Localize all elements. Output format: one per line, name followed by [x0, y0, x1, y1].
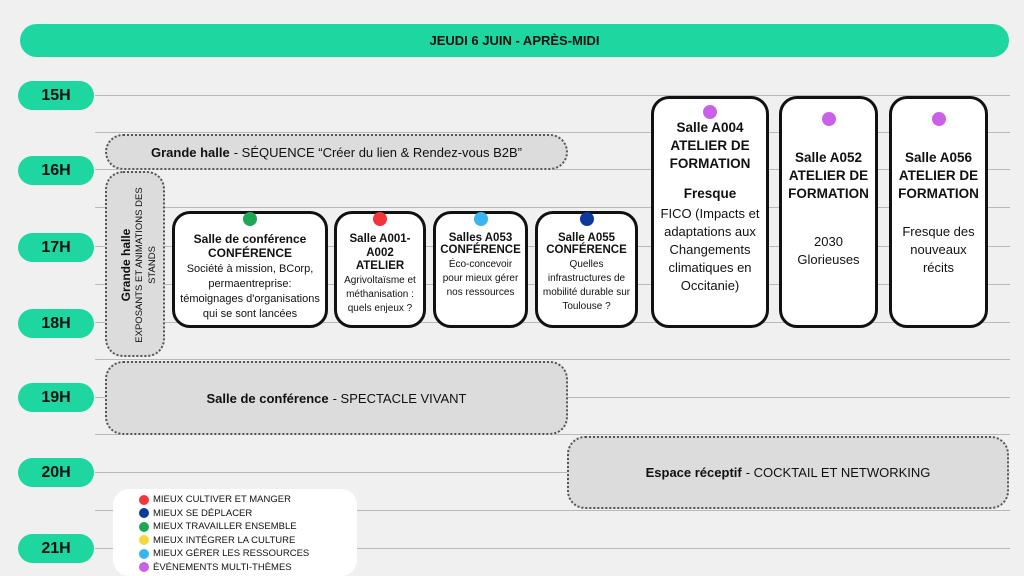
event-place: Espace réceptif: [645, 465, 742, 480]
theme-dot-icon: [473, 212, 488, 226]
hour-label-21h: 21H: [18, 534, 94, 563]
hour-label-18h: 18H: [18, 309, 94, 338]
atelier-desc: FICO (Impacts et adaptations aux Changem…: [660, 206, 760, 293]
hour-gridline: [95, 132, 1010, 133]
session-desc: Quelles infrastructures de mobilité dura…: [542, 259, 631, 312]
header-title: JEUDI 6 JUIN - APRÈS-MIDI: [429, 33, 600, 48]
hour-gridline: [95, 472, 1010, 473]
red-dot-icon: [139, 494, 149, 505]
session-desc: Éco-concevoir pour mieux gérer nos resso…: [442, 259, 519, 298]
legend-label: MIEUX TRAVAILLER ENSEMBLE: [153, 521, 297, 532]
light-blue-dot-icon: [139, 548, 149, 559]
session-card-conference[interactable]: Salles A053 CONFÉRENCE Éco-concevoir pou…: [433, 211, 528, 328]
yellow-dot-icon: [139, 535, 149, 545]
schedule-header: JEUDI 6 JUIN - APRÈS-MIDI: [20, 24, 1009, 57]
hour-gridline: [95, 359, 1010, 360]
atelier-room: Salle A056: [904, 150, 973, 165]
legend-item: MIEUX CULTIVER ET MANGER: [139, 494, 291, 505]
hour-gridline: [95, 207, 1010, 208]
atelier-type: ATELIER DE FORMATION: [669, 138, 751, 171]
event-place: Grande halle: [150, 144, 230, 160]
theme-dot-icon: [579, 212, 594, 226]
hour-label-16h: 16H: [18, 156, 94, 185]
legend-label: MIEUX GÉRER LES RESSOURCES: [153, 548, 310, 559]
theme-dot-icon: [821, 112, 836, 126]
session-card-conference[interactable]: Salle de conférence CONFÉRENCE Société à…: [172, 211, 328, 328]
session-card-atelier[interactable]: Salle A001-A002 ATELIER Agrivoltaïsme et…: [334, 211, 426, 328]
hour-gridline: [95, 548, 1010, 549]
session-type: ATELIER: [355, 260, 405, 272]
hour-label-20h: 20H: [18, 458, 94, 487]
purple-dot-icon: [139, 562, 149, 572]
legend-item: MIEUX INTÉGRER LA CULTURE: [139, 535, 295, 546]
theme-dot-icon: [243, 212, 257, 226]
session-room: Salle A055: [557, 232, 616, 244]
hour-label-19h: 19H: [18, 383, 94, 412]
event-place: Grande halle: [119, 228, 133, 302]
legend-item: MIEUX SE DÉPLACER: [139, 508, 252, 519]
atelier-card-2030-glorieuses[interactable]: Salle A052 ATELIER DE FORMATION 2030 Glo…: [779, 96, 878, 328]
atelier-desc: Fresque des nouveaux récits: [902, 224, 975, 275]
atelier-room: Salle A052: [794, 150, 863, 165]
session-room: Salles A053: [448, 232, 513, 244]
theme-dot-icon: [703, 105, 717, 119]
session-room: Salle de conférence: [193, 232, 307, 246]
green-dot-icon: [139, 521, 149, 532]
event-title: - SÉQUENCE “Créer du lien & Rendez-vous …: [233, 144, 523, 160]
hour-label-15h: 15H: [18, 81, 94, 110]
atelier-card-fresque-fico[interactable]: Salle A004 ATELIER DE FORMATION Fresque …: [651, 96, 769, 328]
hour-gridline: [95, 510, 1010, 511]
atelier-card-fresque-recits[interactable]: Salle A056 ATELIER DE FORMATION Fresque …: [889, 96, 988, 328]
hour-label-17h: 17H: [18, 233, 94, 262]
session-room: Salle A001-A002: [349, 233, 411, 259]
legend-label: MIEUX CULTIVER ET MANGER: [153, 494, 291, 505]
theme-dot-icon: [373, 212, 387, 226]
stands-event[interactable]: Grande halle EXPOSANTS ET ANIMATIONS DES…: [105, 171, 165, 357]
event-title: - SPECTACLE VIVANT: [332, 390, 467, 406]
session-desc: Société à mission, BCorp, permaentrepris…: [180, 263, 320, 320]
hour-gridline: [95, 95, 1010, 96]
event-title: - COCKTAIL ET NETWORKING: [745, 465, 931, 480]
event-place: Salle de conférence: [206, 390, 329, 406]
sequence-b2b-event[interactable]: Grande halle - SÉQUENCE “Créer du lien &…: [105, 134, 568, 170]
session-type: CONFÉRENCE: [440, 244, 521, 256]
atelier-room: Salle A004: [676, 120, 744, 135]
atelier-type: ATELIER DE FORMATION: [898, 168, 979, 201]
atelier-title: Fresque: [683, 186, 737, 201]
session-card-conference[interactable]: Salle A055 CONFÉRENCE Quelles infrastruc…: [535, 211, 638, 328]
legend-item: ÉVÉNEMENTS MULTI-THÈMES: [139, 562, 292, 573]
session-type: CONFÉRENCE: [546, 244, 627, 256]
session-desc: Agrivoltaïsme et méthanisation : quels e…: [344, 275, 416, 314]
theme-dot-icon: [931, 112, 946, 126]
atelier-desc: 2030 Glorieuses: [797, 234, 860, 267]
session-type: CONFÉRENCE: [207, 246, 292, 260]
atelier-type: ATELIER DE FORMATION: [788, 168, 869, 201]
spectacle-vivant-event[interactable]: Salle de conférence - SPECTACLE VIVANT: [105, 361, 568, 435]
cocktail-networking-event[interactable]: Espace réceptif - COCKTAIL ET NETWORKING: [567, 436, 1009, 509]
legend-item: MIEUX TRAVAILLER ENSEMBLE: [139, 521, 297, 532]
legend-label: ÉVÉNEMENTS MULTI-THÈMES: [153, 561, 292, 573]
legend-item: MIEUX GÉRER LES RESSOURCES: [139, 548, 309, 559]
legend-label: MIEUX INTÉGRER LA CULTURE: [153, 534, 296, 546]
theme-legend: MIEUX CULTIVER ET MANGER MIEUX SE DÉPLAC…: [113, 489, 357, 576]
blue-dot-icon: [139, 508, 149, 518]
legend-label: MIEUX SE DÉPLACER: [153, 507, 253, 519]
event-title: EXPOSANTS ET ANIMATIONS DES STANDS: [134, 187, 158, 343]
